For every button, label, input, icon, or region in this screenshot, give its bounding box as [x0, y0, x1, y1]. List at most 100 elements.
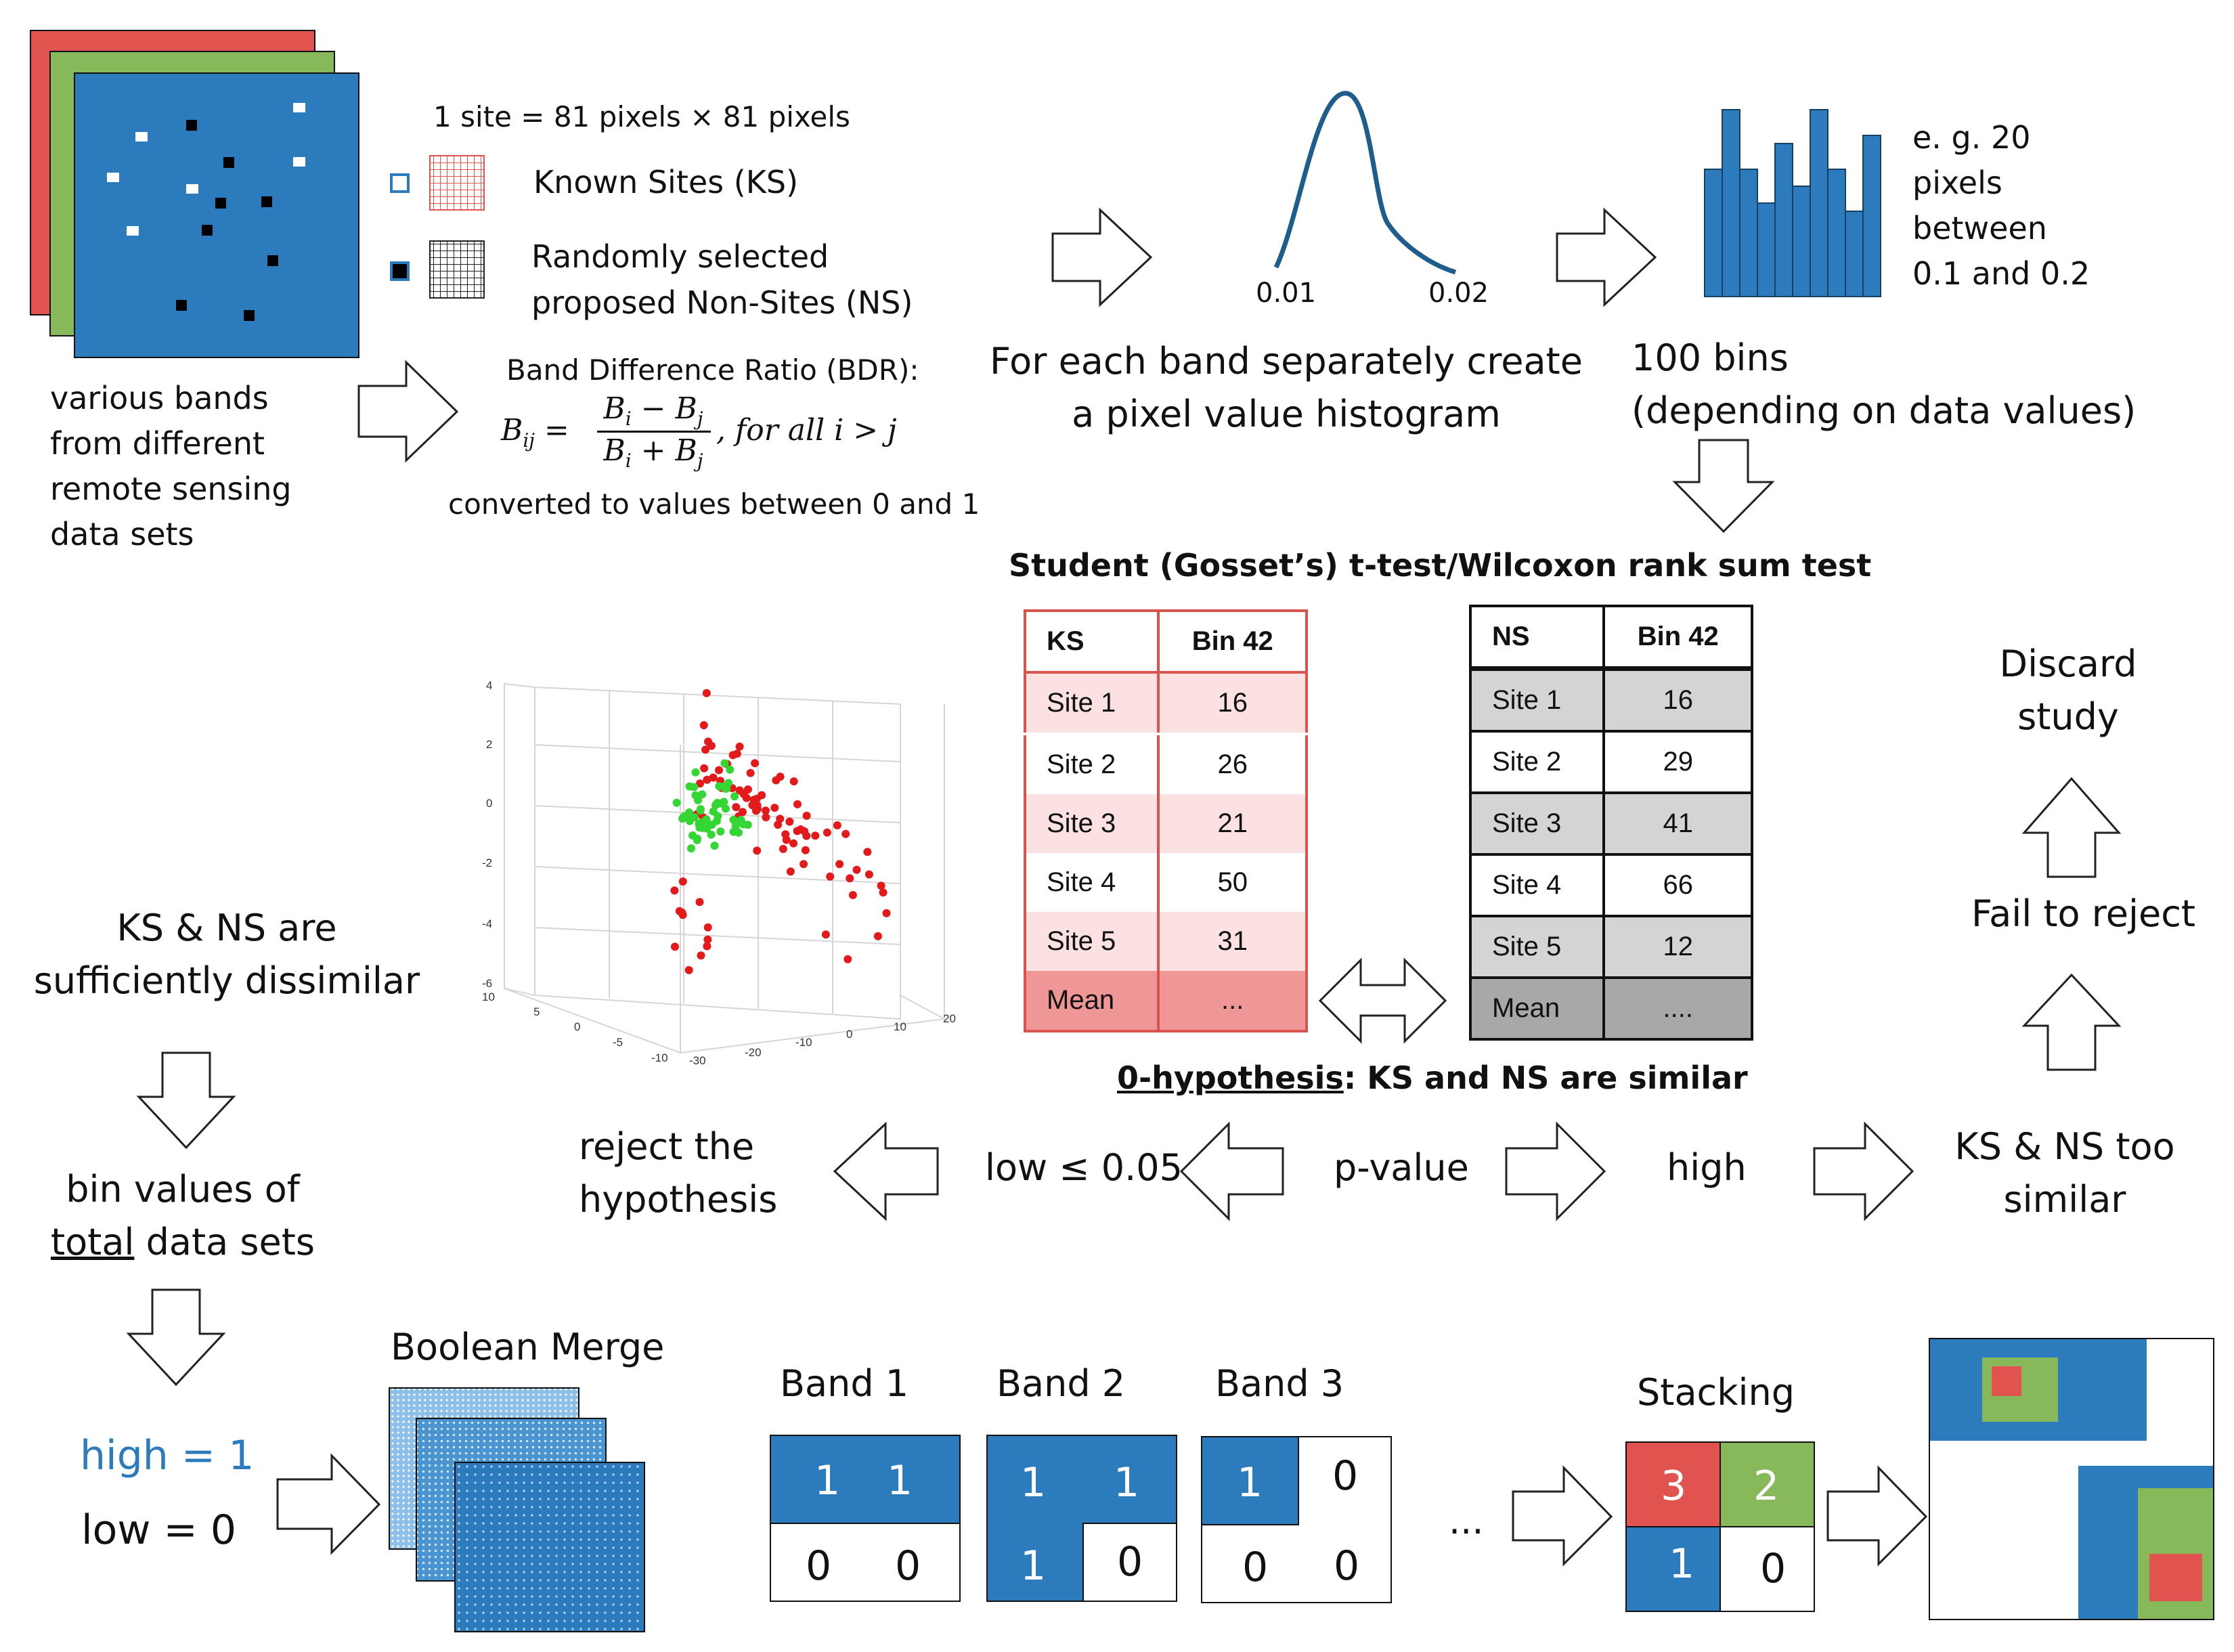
known-site-markers — [107, 103, 305, 236]
band3-cell: 0 — [1334, 1542, 1360, 1590]
x-tick: 20 — [943, 1012, 956, 1025]
scatter-point-red — [671, 942, 679, 951]
arrow-up-icon — [2021, 777, 2122, 878]
too-similar-label: KS & NS too similar — [1954, 1125, 2175, 1221]
scatter-point-green — [707, 830, 716, 839]
table-cell: 12 — [1604, 916, 1752, 979]
y-tick: 0 — [574, 1020, 580, 1033]
scatter-point-green — [703, 819, 712, 828]
bdr-condition: for all i > j — [735, 413, 897, 448]
table-cell: Site 3 — [1470, 793, 1606, 856]
y-tick: 5 — [533, 1005, 540, 1018]
table-cell: Site 5 — [1470, 916, 1606, 979]
band2-cell: 1 — [1114, 1459, 1140, 1506]
ks-header: Bin 42 — [1158, 611, 1307, 674]
scatter-point-red — [762, 806, 770, 815]
table-row: Site 1 16 — [1470, 668, 1752, 733]
x-tick: -10 — [795, 1036, 812, 1049]
table-cell: 50 — [1217, 867, 1248, 897]
table-cell: Site 3 — [1025, 794, 1160, 853]
scatter-point-red — [774, 821, 783, 829]
table-cell: Site 4 — [1470, 854, 1606, 917]
scatter-point-red — [700, 764, 709, 773]
result-map — [1929, 1338, 2214, 1620]
site-size-label: 1 site = 81 pixels × 81 pixels — [433, 100, 850, 133]
z-tick: 4 — [486, 679, 492, 692]
stack-cell: 0 — [1760, 1545, 1787, 1592]
low-equals-label: low = 0 — [81, 1506, 237, 1554]
scatter-point-red — [801, 846, 810, 854]
scatter-point-red — [844, 955, 852, 963]
scatter-point-red — [833, 821, 841, 829]
table-row: Site 3 41 — [1470, 793, 1752, 856]
z-tick: -2 — [482, 856, 492, 869]
table-row: Site 2 26 — [1025, 734, 1307, 794]
arrow-right-icon — [276, 1453, 381, 1555]
scatter-point-red — [732, 803, 741, 812]
scatter-point-red — [785, 817, 794, 826]
scatter-point-red — [821, 930, 830, 939]
table-cell: Site 2 — [1470, 731, 1606, 794]
scatter-point-red — [753, 804, 762, 813]
scatter-point-red — [703, 775, 711, 784]
scatter-point-green — [743, 821, 752, 829]
scatter-point-red — [753, 794, 761, 803]
band1-cell: 1 — [814, 1457, 841, 1504]
scatter-point-green — [698, 790, 707, 799]
scatter-point-green — [709, 807, 718, 816]
scatter-point-green — [720, 798, 728, 806]
known-site-points — [672, 759, 752, 852]
scatter-point-red — [864, 870, 873, 879]
z-tick: -4 — [482, 917, 492, 930]
scatter-point-red — [709, 773, 718, 782]
stacking-title: Stacking — [1637, 1371, 1795, 1414]
table-row: Mean .... — [1470, 978, 1752, 1039]
table-cell: Site 5 — [1025, 912, 1160, 971]
y-tick: -5 — [613, 1036, 623, 1049]
scatter-point-red — [703, 923, 712, 932]
reject-label: reject the hypothesis — [579, 1125, 778, 1221]
scatter-point-green — [687, 844, 695, 852]
band1-cell: 1 — [887, 1457, 913, 1504]
table-cell: Site 1 — [1025, 672, 1160, 735]
table-cell: 29 — [1604, 731, 1752, 794]
band3-title: Band 3 — [1215, 1362, 1344, 1405]
scatter-point-red — [789, 839, 798, 848]
scatter-point-red — [776, 773, 785, 781]
stack-cell: 3 — [1661, 1462, 1687, 1510]
scatter-point-red — [863, 848, 872, 856]
arrow-right-icon — [1813, 1121, 1914, 1221]
scatter-point-green — [694, 796, 703, 804]
x-tick: -30 — [689, 1054, 706, 1067]
scatter-point-green — [680, 812, 688, 821]
arrow-up-icon — [2021, 973, 2122, 1071]
input-caption: various bands from different remote sens… — [50, 380, 292, 552]
scatter-point-red — [697, 951, 705, 960]
fail-to-reject-label: Fail to reject — [1971, 892, 2196, 935]
table-cell: Site 4 — [1025, 853, 1160, 912]
arrow-right-icon — [1512, 1465, 1613, 1567]
table-row: Site 4 50 — [1025, 853, 1307, 912]
ks-header: KS — [1025, 611, 1160, 674]
discard-label: Discard study — [1999, 643, 2137, 738]
z-tick: 0 — [486, 797, 492, 810]
scatter-point-red — [684, 965, 693, 974]
histogram-bars — [1704, 109, 1881, 297]
table-cell: 16 — [1604, 668, 1752, 733]
scatter-point-red — [670, 886, 679, 895]
scatter-point-red — [703, 935, 712, 944]
scatter-point-red — [811, 831, 820, 840]
scatter-point-red — [879, 888, 888, 897]
band1-cell: 0 — [806, 1542, 832, 1590]
arrow-down-icon — [136, 1051, 236, 1150]
flow-arrows — [126, 207, 2122, 1567]
band3-cell: 0 — [1332, 1452, 1359, 1500]
scatter-point-red — [802, 831, 811, 840]
scatter-point-red — [841, 829, 850, 838]
scatter-point-red — [701, 745, 710, 754]
high-label: high — [1667, 1146, 1747, 1189]
scatter-point-green — [710, 842, 719, 850]
scatter-point-red — [873, 932, 882, 940]
y-tick: -10 — [651, 1051, 668, 1064]
non-sites-label: Randomly selected proposed Non-Sites (NS… — [531, 238, 913, 321]
